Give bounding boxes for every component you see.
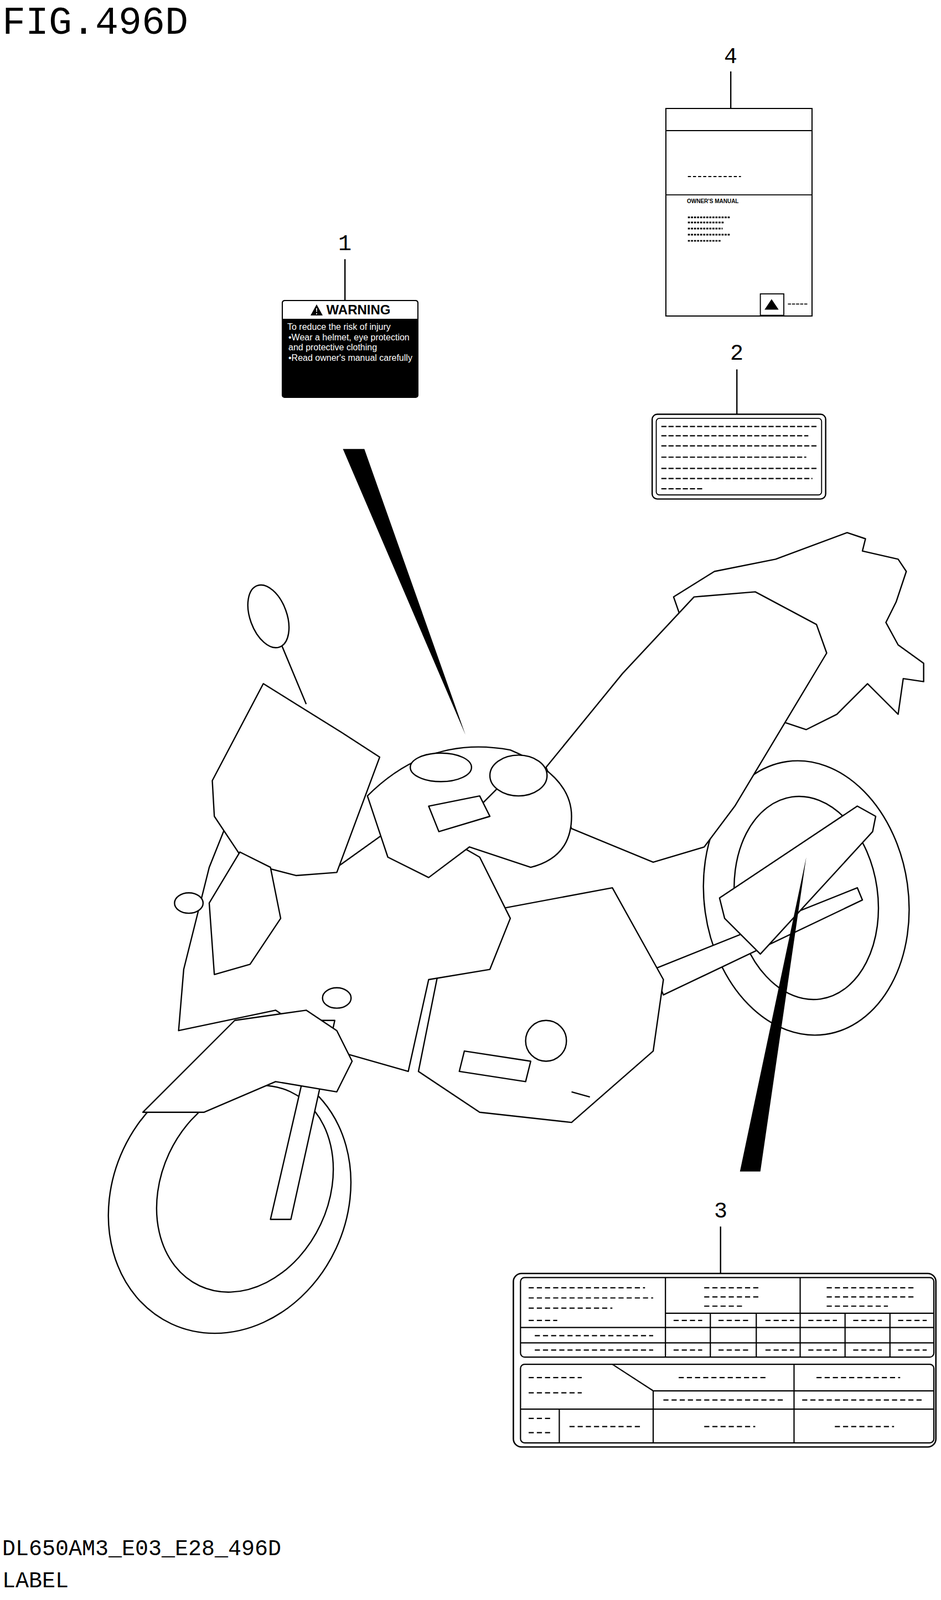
manual-decoration [665, 130, 813, 316]
manual-title: OWNER'S MANUAL [686, 198, 739, 205]
warning-heading: WARNING [326, 302, 391, 318]
label-sticker [652, 414, 826, 500]
warning-body: To reduce the risk of injury•Wear a helm… [282, 318, 418, 397]
pointer-wedge [740, 857, 807, 1172]
owners-manual-booklet: OWNER'S MANUAL [665, 107, 813, 317]
callout-number: 3 [714, 1201, 728, 1224]
section-name: LABEL [2, 1570, 69, 1594]
warning-text: •Wear a helmet, eye protection and prote… [287, 332, 413, 354]
leader-lines [344, 71, 737, 1274]
label-sticker [513, 1273, 936, 1447]
callout-number: 2 [730, 343, 744, 366]
callout-number: 1 [338, 233, 352, 256]
pointer-wedge [343, 448, 466, 735]
callout-number: 4 [724, 46, 738, 69]
warning-triangle [309, 303, 324, 317]
model-code: DL650AM3_E03_E28_496D [2, 1538, 282, 1561]
warning-label: WARNINGTo reduce the risk of injury•Wear… [281, 300, 419, 398]
warning-text: To reduce the risk of injury [287, 322, 413, 333]
figure-title: FIG.496D [2, 4, 189, 44]
warning-header: WARNING [282, 301, 418, 319]
warning-text: •Read owner's manual carefully [287, 353, 413, 364]
